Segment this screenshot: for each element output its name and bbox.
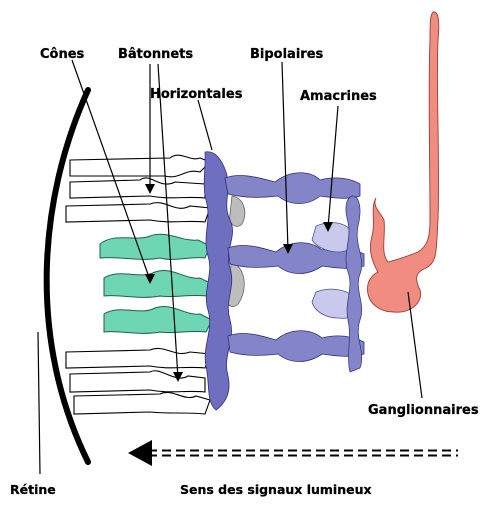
label-horizontals: Horizontales (150, 87, 243, 102)
ganglion-cell (367, 12, 438, 312)
rods-bottom (66, 348, 210, 414)
signal-direction-arrow (128, 440, 458, 466)
label-cones: Cônes (40, 47, 85, 62)
bipolar-cells (225, 173, 364, 362)
label-amacrines: Amacrines (300, 89, 377, 104)
label-retina: Rétine (10, 482, 56, 497)
rods-top (66, 155, 210, 222)
label-bipolars: Bipolaires (250, 47, 324, 62)
cones-group (100, 234, 212, 333)
label-signal-direction: Sens des signaux lumineux (180, 482, 372, 497)
label-rods: Bâtonnets (118, 47, 193, 62)
label-ganglions: Ganglionnaires (368, 403, 479, 418)
